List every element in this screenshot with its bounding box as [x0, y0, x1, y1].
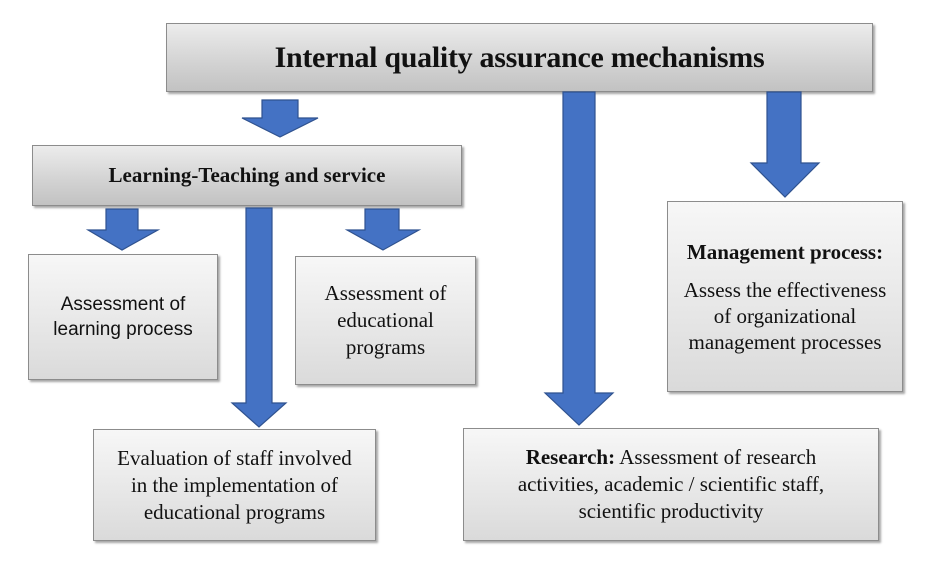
staff-evaluation-line1: Evaluation of staff involved: [117, 445, 352, 470]
learning-process-line2: learning process: [53, 319, 193, 340]
arrow-learning-to-learning-process: [85, 208, 161, 251]
management-node: Management process: Assess the effective…: [667, 201, 903, 392]
management-line3: management processes: [688, 329, 882, 354]
staff-evaluation-node: Evaluation of staff involved in the impl…: [93, 429, 376, 541]
research-line1-rest: Assessment of research: [615, 445, 817, 469]
research-line1: Research: Assessment of research: [526, 444, 817, 471]
management-heading: Management process: [686, 239, 877, 264]
management-separator: :: [876, 239, 884, 264]
research-node: Research: Assessment of research activit…: [463, 428, 879, 541]
management-heading-line: Management process:: [687, 239, 883, 265]
staff-evaluation-line3: educational programs: [143, 499, 326, 524]
research-separator: :: [608, 445, 616, 469]
arrow-root-to-management: [749, 91, 821, 198]
root-node-label: Internal quality assurance mechanisms: [274, 40, 765, 74]
educational-programs-line2: educational: [337, 308, 434, 332]
arrow-learning-to-staff-evaluation: [230, 207, 288, 428]
management-line1: Assess the effectiveness: [683, 277, 887, 302]
management-line2: of organizational: [713, 303, 857, 328]
arrow-root-to-learning: [241, 99, 319, 138]
arrow-root-to-research: [543, 91, 615, 426]
research-line3: scientific productivity: [578, 499, 764, 523]
root-node: Internal quality assurance mechanisms: [166, 23, 873, 92]
educational-programs-line3: programs: [345, 335, 426, 359]
learning-teaching-node: Learning-Teaching and service: [32, 145, 462, 206]
learning-process-line1: Assessment of: [60, 294, 186, 315]
learning-teaching-label: Learning-Teaching and service: [108, 163, 386, 187]
educational-programs-node: Assessment of educational programs: [295, 256, 476, 385]
research-line2: activities, academic / scientific staff,: [517, 472, 825, 496]
arrow-learning-to-educational-programs: [344, 208, 422, 251]
educational-programs-line1: Assessment of: [324, 281, 447, 305]
research-heading: Research: [525, 445, 609, 469]
staff-evaluation-line2: in the implementation of: [130, 472, 339, 497]
learning-process-node: Assessment of learning process: [28, 254, 218, 380]
